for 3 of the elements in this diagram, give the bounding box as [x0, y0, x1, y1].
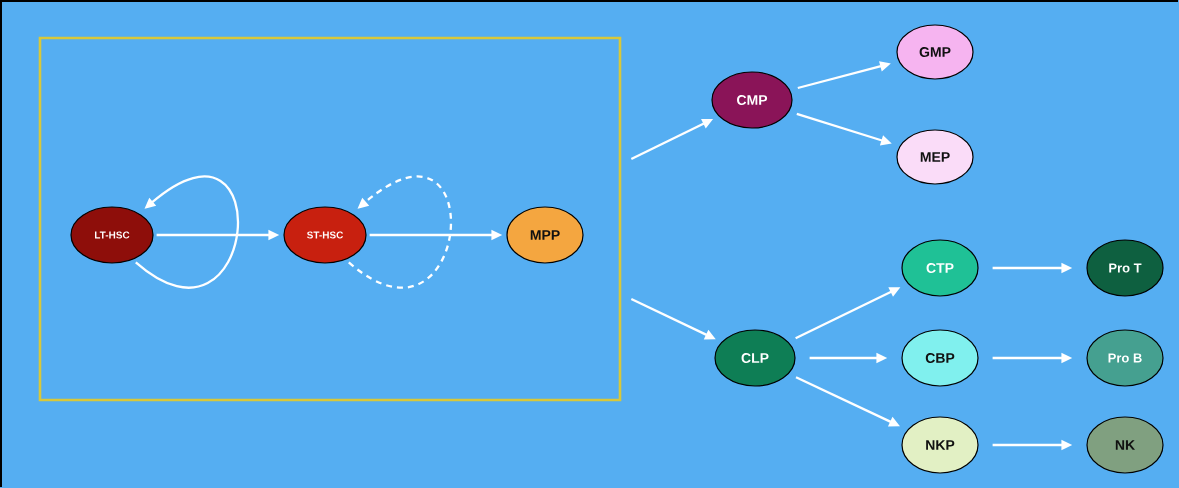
frame-box [38, 36, 622, 402]
arrow [348, 175, 452, 289]
arrow [135, 175, 239, 289]
